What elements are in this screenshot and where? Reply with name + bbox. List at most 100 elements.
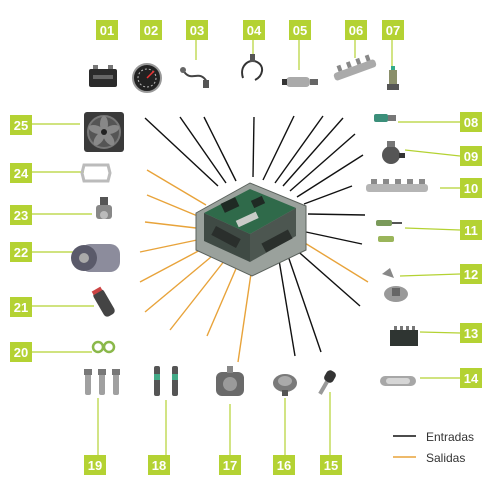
battery-icon xyxy=(89,65,117,87)
label-number-03: 03 xyxy=(190,23,204,38)
label-box-10 xyxy=(460,178,482,198)
label-box-09 xyxy=(460,146,482,166)
label-number-10: 10 xyxy=(464,181,478,196)
spoke-line-09 xyxy=(296,154,364,198)
spoke-line-13 xyxy=(299,239,369,283)
component-label-02: 02 xyxy=(140,20,162,40)
label-number-21: 21 xyxy=(14,300,28,315)
spoke-line-06 xyxy=(274,115,324,184)
spoke-line-20 xyxy=(144,256,212,313)
label-box-16 xyxy=(273,455,295,475)
gasket-icon xyxy=(80,163,112,183)
actuator-icon xyxy=(382,141,405,164)
legend-outputs-label: Salidas xyxy=(426,451,465,465)
label-box-04 xyxy=(243,20,265,40)
label-box-18 xyxy=(148,455,170,475)
spoke-line-03 xyxy=(203,116,237,182)
label-box-25 xyxy=(10,115,32,135)
label-number-14: 14 xyxy=(464,371,479,386)
fuel-pump-icon xyxy=(91,286,115,317)
spoke-line-17 xyxy=(237,259,254,363)
label-number-22: 22 xyxy=(14,245,28,260)
radiator-fan-icon xyxy=(84,112,124,152)
label-box-22 xyxy=(10,242,32,262)
label-number-20: 20 xyxy=(14,345,28,360)
label-box-21 xyxy=(10,297,32,317)
label-box-20 xyxy=(10,342,32,362)
spoke-line-19 xyxy=(169,259,226,331)
spoke-line-07 xyxy=(282,117,344,187)
label-number-24: 24 xyxy=(14,166,29,181)
component-label-19: 19 xyxy=(84,455,106,475)
pump-dome-icon xyxy=(273,374,297,396)
speed-sensor-icon xyxy=(241,54,263,81)
component-label-12: 12 xyxy=(460,264,482,284)
spoke-line-05 xyxy=(262,115,295,181)
spoke-line-11 xyxy=(307,213,366,216)
spoke-lines xyxy=(139,115,369,363)
component-label-23: 23 xyxy=(10,205,32,225)
label-box-07 xyxy=(382,20,404,40)
connector-13 xyxy=(419,331,461,334)
sensor-cylinder-icon xyxy=(282,77,318,87)
component-label-11: 11 xyxy=(460,220,482,240)
ignition-key-icon xyxy=(318,370,336,395)
label-box-12 xyxy=(460,264,482,284)
label-box-13 xyxy=(460,323,482,343)
component-label-13: 13 xyxy=(460,323,482,343)
spoke-line-12 xyxy=(305,231,363,245)
connector-09 xyxy=(404,149,461,157)
label-number-17: 17 xyxy=(223,458,237,473)
label-number-16: 16 xyxy=(277,458,291,473)
component-label-04: 04 xyxy=(243,20,265,40)
label-box-19 xyxy=(84,455,106,475)
component-label-17: 17 xyxy=(219,455,241,475)
label-number-25: 25 xyxy=(14,118,28,133)
component-label-20: 20 xyxy=(10,342,32,362)
label-number-11: 11 xyxy=(464,223,478,238)
spoke-line-14 xyxy=(292,246,361,307)
component-label-24: 24 xyxy=(10,163,32,183)
spoke-line-01 xyxy=(144,117,219,187)
component-label-10: 10 xyxy=(460,178,482,198)
pedal-sensor-icon xyxy=(382,268,408,302)
component-label-18: 18 xyxy=(148,455,170,475)
sensor-cable-icon xyxy=(180,67,209,88)
label-number-18: 18 xyxy=(152,458,166,473)
pressure-switch-icon xyxy=(387,66,399,90)
label-number-05: 05 xyxy=(293,23,307,38)
label-number-01: 01 xyxy=(100,23,114,38)
lamp-housing-icon xyxy=(380,376,416,386)
spoke-line-21 xyxy=(139,247,205,283)
sensor-pair-icon xyxy=(376,220,402,242)
valve-icon xyxy=(96,197,112,219)
ecu-board-icon xyxy=(195,182,307,277)
label-box-05 xyxy=(289,20,311,40)
spoke-line-22 xyxy=(139,239,198,253)
label-number-19: 19 xyxy=(88,458,102,473)
label-number-06: 06 xyxy=(349,23,363,38)
component-label-16: 16 xyxy=(273,455,295,475)
label-number-13: 13 xyxy=(464,326,478,341)
label-box-02 xyxy=(140,20,162,40)
label-box-01 xyxy=(96,20,118,40)
legend-inputs-label: Entradas xyxy=(426,430,474,444)
component-label-07: 07 xyxy=(382,20,404,40)
fuel-rail-icon xyxy=(333,54,377,81)
component-label-22: 22 xyxy=(10,242,32,262)
spoke-line-04 xyxy=(252,116,255,178)
component-label-21: 21 xyxy=(10,297,32,317)
spoke-line-10 xyxy=(303,185,353,205)
label-number-02: 02 xyxy=(144,23,158,38)
component-label-15: 15 xyxy=(320,455,342,475)
label-box-08 xyxy=(460,112,482,132)
injection-pump-icon xyxy=(216,366,244,396)
spoke-line-24 xyxy=(146,194,201,218)
label-number-08: 08 xyxy=(464,115,478,130)
legend: Entradas Salidas xyxy=(393,430,474,465)
label-number-07: 07 xyxy=(386,23,400,38)
spoke-line-15 xyxy=(285,249,322,353)
component-label-06: 06 xyxy=(345,20,367,40)
